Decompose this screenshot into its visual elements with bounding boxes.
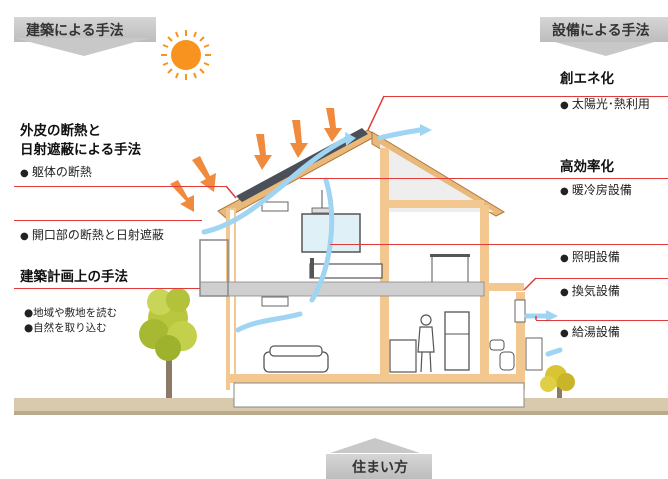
item-hotwater: 給湯設備 [560,324,620,342]
leader-ventilation [536,278,668,279]
item-body-insulation: 躯体の断熱 [20,164,92,182]
leader-hvac [300,178,668,179]
heading-envelope-line1: 外皮の断熱と [20,123,101,139]
item-lighting: 照明設備 [560,249,620,267]
heat-arrow-icon [170,108,342,212]
sun-icon [161,30,211,80]
leader-energy [384,96,668,97]
leader-body-insulation [14,186,226,187]
item-hvac: 暖冷房設備 [560,182,632,200]
heading-planning: 建築計画上の手法 [20,269,128,285]
leader-opening [14,220,202,221]
banner-architecture: 建築による手法 [14,17,156,42]
leader-planning [14,288,200,289]
item-opening: 開口部の断熱と日射遮蔽 [20,227,164,245]
tree-icon [540,365,575,398]
item-ventilation: 換気設備 [560,283,620,301]
banner-equipment: 設備による手法 [540,17,668,42]
person-icon [417,314,435,373]
item-site: ●地域や敷地を読む [24,307,118,319]
heading-energy-creation: 創エネ化 [560,71,614,87]
item-solar: 太陽光･熱利用 [560,96,650,114]
item-nature: ●自然を取り込む [24,322,107,334]
leader-lighting [330,244,668,245]
leader-hotwater [536,320,668,321]
heading-envelope-line2: 日射遮蔽による手法 [20,142,142,158]
heading-efficiency: 高効率化 [560,159,614,175]
tree-icon [139,288,197,398]
